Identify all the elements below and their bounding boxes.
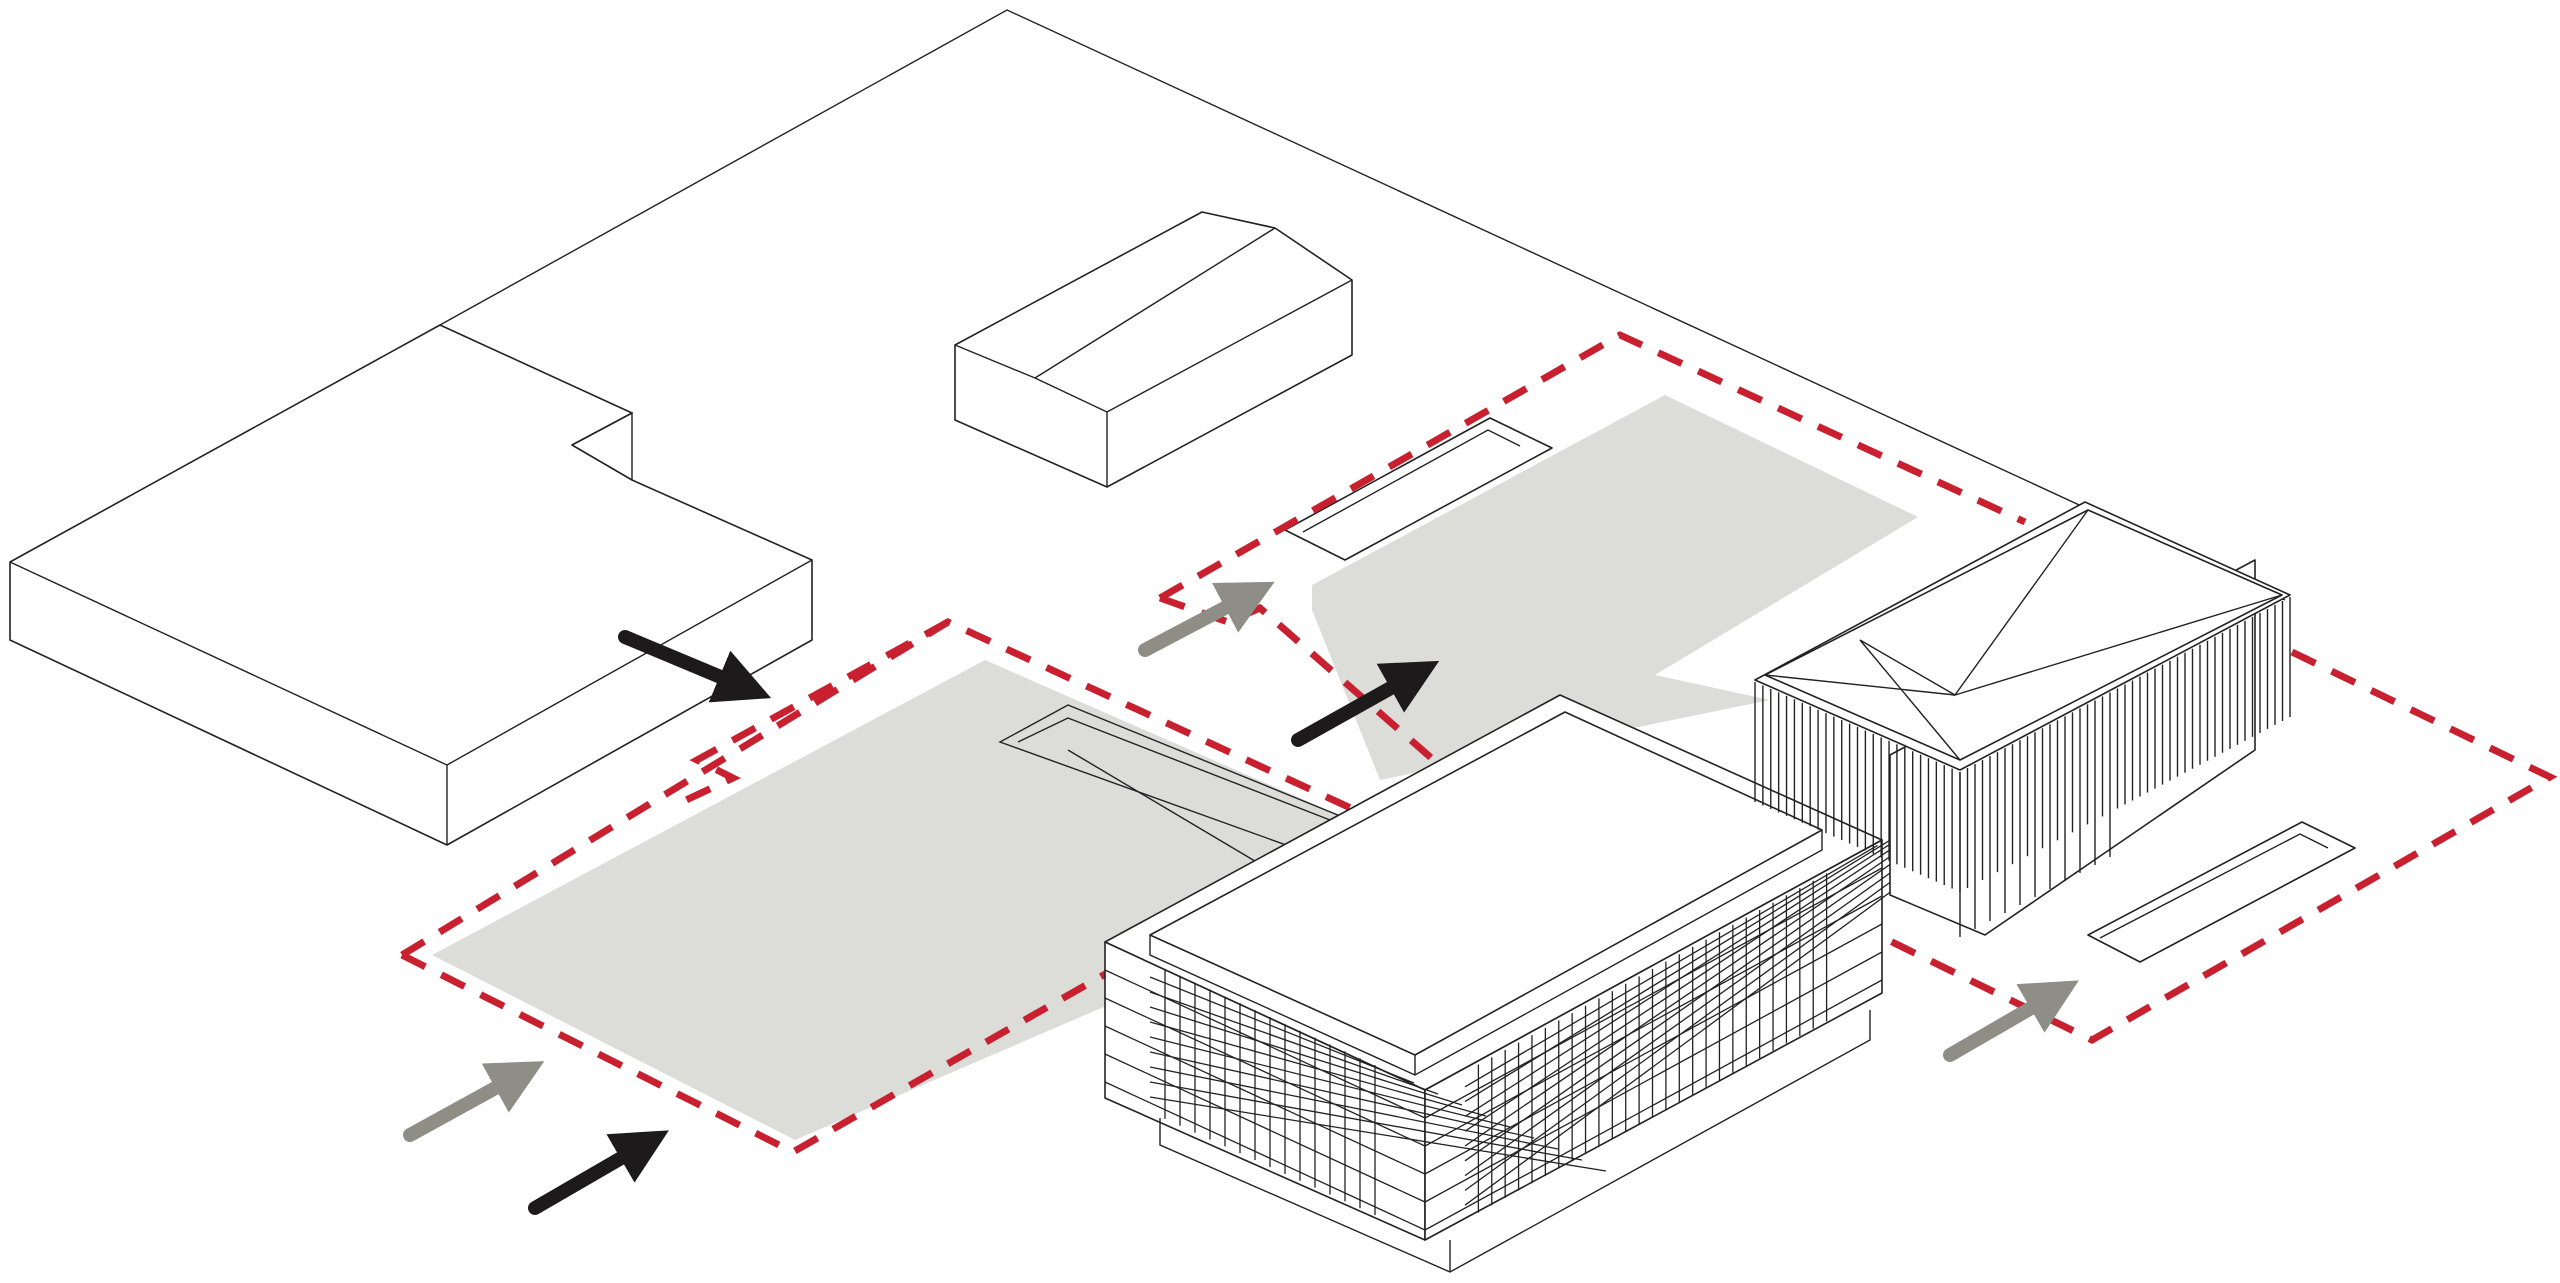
office-right-facade-transom bbox=[1464, 844, 1878, 1088]
office-right-facade-transom bbox=[1464, 803, 1953, 1117]
existing-gabled-building bbox=[954, 211, 1353, 488]
office-slab-band bbox=[1424, 867, 1883, 1119]
office-slab-band bbox=[1104, 1053, 1426, 1203]
office-left-facade-transom bbox=[1149, 1081, 1583, 1161]
office-left-facade-transom bbox=[1149, 1051, 1535, 1139]
plaza-lower bbox=[432, 660, 1350, 1140]
context-ground-outline bbox=[439, 9, 2286, 601]
office-slab-band bbox=[1424, 979, 1883, 1231]
secondary-access-arrow bbox=[403, 1061, 545, 1142]
secondary-access-arrow bbox=[1943, 980, 2079, 1062]
office-facade-grid bbox=[1104, 680, 2178, 1231]
office-left-facade-transom bbox=[1149, 1006, 1463, 1106]
site-boundary-left bbox=[400, 618, 1357, 1156]
office-slab-band bbox=[1424, 895, 1883, 1147]
office-slab-band bbox=[1424, 951, 1883, 1203]
office-slab-band bbox=[1104, 969, 1426, 1119]
office-slab-band bbox=[1424, 923, 1883, 1175]
light-well-3 bbox=[2087, 821, 2356, 963]
access-arrows bbox=[403, 581, 2079, 1215]
primary-access-arrow bbox=[1291, 660, 1440, 747]
office-left-facade-transom bbox=[1149, 976, 1415, 1084]
light-well-1 bbox=[1284, 417, 1553, 561]
existing-building-left bbox=[9, 324, 813, 846]
plaza-upper bbox=[1312, 395, 1918, 780]
office-left-facade-transom bbox=[1149, 991, 1439, 1095]
primary-access-arrow bbox=[528, 1130, 669, 1215]
office-slab-band bbox=[1104, 1081, 1426, 1231]
office-slab-band bbox=[1104, 1025, 1426, 1175]
office-left-facade-transom bbox=[1149, 1066, 1559, 1150]
secondary-access-arrow bbox=[1138, 581, 1275, 657]
office-slab-band bbox=[1104, 997, 1426, 1147]
pavilion-facade-fins bbox=[1754, 597, 2291, 937]
primary-access-arrow bbox=[618, 630, 772, 703]
pavilion-building bbox=[1754, 501, 2291, 937]
office-left-facade-transom bbox=[1149, 1036, 1511, 1128]
office-building bbox=[1104, 680, 2178, 1273]
